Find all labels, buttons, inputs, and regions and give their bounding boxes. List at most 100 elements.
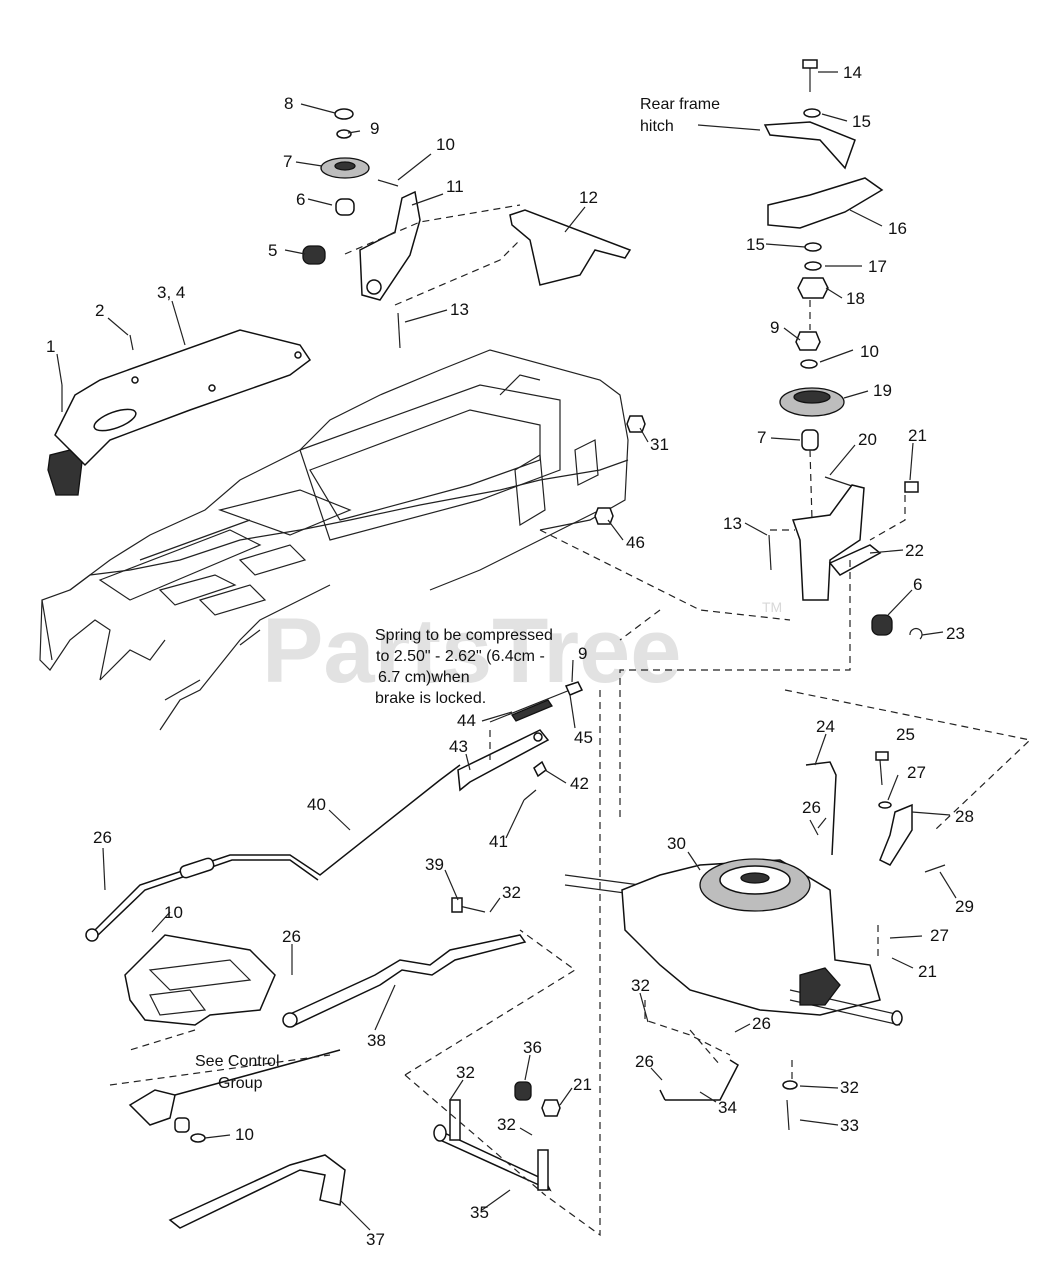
part-33-bolt <box>786 1099 790 1131</box>
callout-18: 18 <box>846 289 865 308</box>
callout-1: 1 <box>46 337 55 356</box>
main-frame <box>39 349 629 731</box>
callout-28: 28 <box>955 807 974 826</box>
callout-10-hitch: 10 <box>860 342 879 361</box>
callout-46: 46 <box>626 533 645 552</box>
callout-32-top: 32 <box>502 883 521 902</box>
callout-45: 45 <box>574 728 593 747</box>
part-12-bracket <box>509 209 632 286</box>
callout-44: 44 <box>457 711 476 730</box>
callout-27: 27 <box>907 763 926 782</box>
callout-31: 31 <box>650 435 669 454</box>
callout-35: 35 <box>470 1203 489 1222</box>
part-24-rod <box>805 761 837 856</box>
callout-32-left: 32 <box>456 1063 475 1082</box>
callout-39: 39 <box>425 855 444 874</box>
control-bracket <box>85 928 276 1026</box>
spring-note-line2: to 2.50" - 2.62" (6.4cm - <box>376 648 545 665</box>
part-34-rod <box>665 1059 739 1101</box>
callout-29: 29 <box>955 897 974 916</box>
drive-pulley-bracket-assembly <box>768 331 923 640</box>
callout-2: 2 <box>95 301 104 320</box>
watermark-text: PartsTree <box>262 600 681 702</box>
callout-26-left: 26 <box>93 828 112 847</box>
part-40-rod <box>89 764 461 936</box>
part-25-bolt <box>879 759 883 786</box>
callout-10-left: 10 <box>164 903 183 922</box>
callout-16: 16 <box>888 219 907 238</box>
part-3-4-plate <box>47 329 312 496</box>
callout-7-hitch: 7 <box>757 428 766 447</box>
callout-6-hitch: 6 <box>913 575 922 594</box>
spring-note-line3: 6.7 cm)when <box>378 669 470 686</box>
part-2-pin <box>129 334 134 351</box>
callout-38: 38 <box>367 1031 386 1050</box>
callout-labels: 8 9 10 7 11 6 12 5 13 3, 4 2 1 14 Rear f… <box>46 63 974 1249</box>
callout-15-lower: 15 <box>746 235 765 254</box>
callout-32-shaft: 32 <box>497 1115 516 1134</box>
part-40-rod-edge <box>94 859 319 939</box>
callout-15: 15 <box>852 112 871 131</box>
part-28-bracket <box>879 803 913 866</box>
callout-33: 33 <box>840 1116 859 1135</box>
callout-36: 36 <box>523 1038 542 1057</box>
spring-note-line4: brake is locked. <box>375 690 486 707</box>
part-32-washer <box>782 1080 798 1090</box>
callout-27-trans: 27 <box>930 926 949 945</box>
spring-note-line1: Spring to be compressed <box>375 627 553 644</box>
callout-8: 8 <box>284 94 293 113</box>
part-31-nut <box>626 415 646 433</box>
part-13-bolt <box>397 312 401 349</box>
callout-26-rod: 26 <box>802 798 821 817</box>
callout-32-trans: 32 <box>631 976 650 995</box>
part-25-bolt-head <box>875 751 889 761</box>
part-37-belt <box>168 1154 346 1229</box>
callout-3-4: 3, 4 <box>157 283 185 302</box>
callout-5: 5 <box>268 241 277 260</box>
callout-13: 13 <box>450 300 469 319</box>
callout-21-trans: 21 <box>918 962 937 981</box>
callout-20: 20 <box>858 430 877 449</box>
brake-spring-assembly <box>457 681 584 801</box>
callout-26-trans: 26 <box>752 1014 771 1033</box>
callout-7: 7 <box>283 152 292 171</box>
callout-43: 43 <box>449 737 468 756</box>
callout-30: 30 <box>667 834 686 853</box>
control-group-note-line2: Group <box>218 1075 263 1092</box>
rear-hitch-label-line1: Rear frame <box>640 96 720 113</box>
rear-hitch-label-line2: hitch <box>640 118 674 135</box>
part-40-coupler <box>179 857 215 879</box>
callout-24: 24 <box>816 717 835 736</box>
callout-14: 14 <box>843 63 862 82</box>
lower-pivot-bracket <box>128 1089 176 1126</box>
control-group-note-line1: See Control <box>195 1053 280 1070</box>
callout-10-lower: 10 <box>235 1125 254 1144</box>
callout-6: 6 <box>296 190 305 209</box>
callout-34: 34 <box>718 1098 737 1117</box>
watermark-trademark: TM <box>762 599 782 615</box>
idler-bracket-assembly <box>302 108 421 301</box>
hitch-assembly <box>763 59 884 299</box>
callout-9-spring: 9 <box>578 644 587 663</box>
part-30-transaxle <box>564 858 903 1026</box>
callout-26-mid: 26 <box>282 927 301 946</box>
callout-9: 9 <box>370 119 379 138</box>
callout-22: 22 <box>905 541 924 560</box>
callout-9-hitch: 9 <box>770 318 779 337</box>
callout-21: 21 <box>908 426 927 445</box>
part-38-rod <box>286 934 527 1026</box>
callout-19: 19 <box>873 381 892 400</box>
assembly-guide-lines <box>109 204 1032 1237</box>
part-39-bolt-head <box>451 897 463 913</box>
callout-11: 11 <box>446 177 464 196</box>
callout-26-lower: 26 <box>635 1052 654 1071</box>
part-26-pin <box>809 819 819 836</box>
callout-37: 37 <box>366 1230 385 1249</box>
callout-12: 12 <box>579 188 598 207</box>
leader-lines <box>56 71 957 1231</box>
part-35-cross-shaft <box>433 1081 561 1192</box>
callout-42: 42 <box>570 774 589 793</box>
part-29-bolt <box>924 864 946 873</box>
callout-40: 40 <box>307 795 326 814</box>
callout-25: 25 <box>896 725 915 744</box>
